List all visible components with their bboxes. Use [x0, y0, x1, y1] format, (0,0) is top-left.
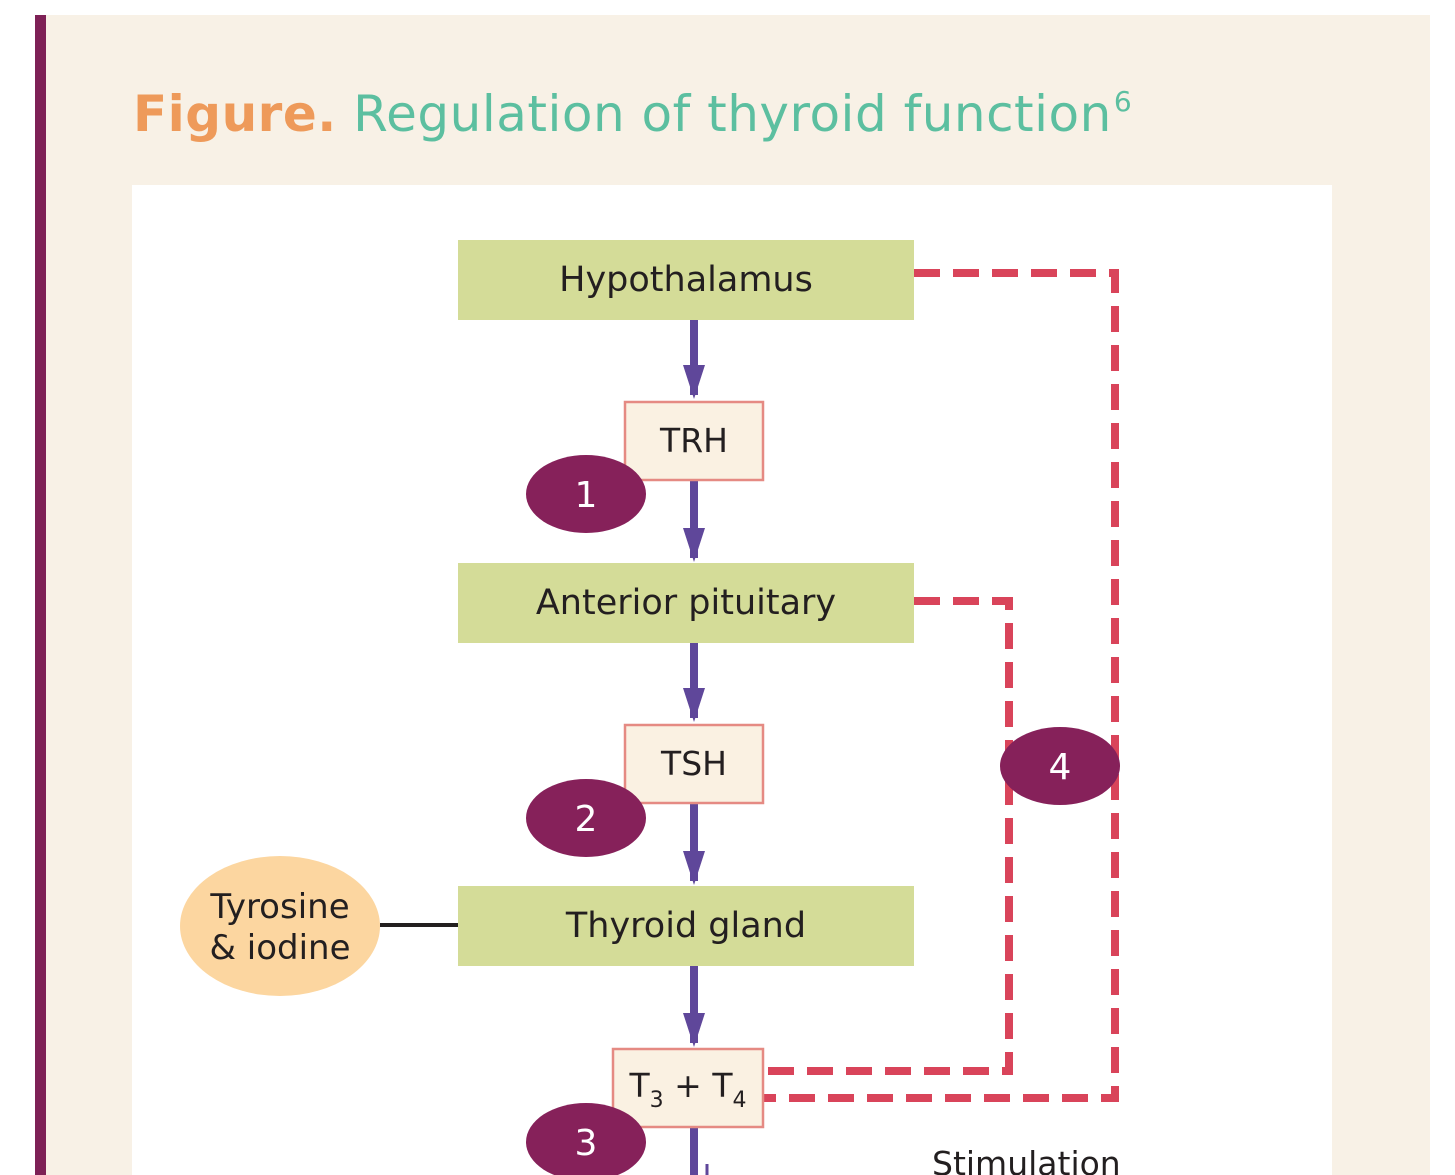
trh-box: TRH	[623, 400, 765, 482]
figure-reference: 6	[1113, 85, 1133, 118]
t3-t4-label: T3 + T4	[629, 1066, 747, 1113]
tsh-box: TSH	[623, 723, 765, 805]
figure-label: Figure.	[133, 85, 337, 143]
thyroid-regulation-diagram: Hypothalamus Anterior pituitary Thyroid …	[180, 240, 1121, 1175]
t3-t4-box: T3 + T4	[611, 1047, 765, 1129]
arrowhead-pituitary	[683, 528, 705, 562]
step-badge-4: 4	[1000, 727, 1120, 805]
tsh-label: TSH	[660, 744, 727, 783]
feedback-loop-inner	[764, 597, 1013, 1075]
svg-text:1: 1	[575, 475, 598, 516]
figure-title: Figure. Regulation of thyroid function6	[133, 70, 1132, 146]
step-badge-2: 2	[526, 779, 646, 857]
anterior-pituitary-box: Anterior pituitary	[458, 563, 914, 643]
svg-text:2: 2	[575, 799, 598, 840]
feedback-loop-outer	[764, 269, 1119, 1102]
hypothalamus-box: Hypothalamus	[458, 240, 914, 320]
hypothalamus-label: Hypothalamus	[559, 260, 813, 300]
arrowhead-tsh	[683, 688, 705, 722]
arrowhead-trh	[683, 365, 705, 399]
precursor-line-2: & iodine	[209, 928, 350, 968]
diagram-canvas: Hypothalamus Anterior pituitary Thyroid …	[132, 185, 1332, 1175]
tyrosine-iodine-oval: Tyrosine & iodine	[180, 856, 380, 996]
precursor-line-1: Tyrosine	[209, 887, 349, 927]
svg-text:3: 3	[575, 1123, 598, 1164]
step-badge-1: 1	[526, 455, 646, 533]
arrowhead-thyroid	[683, 851, 705, 885]
trh-label: TRH	[659, 421, 728, 460]
arrowhead-t3t4	[683, 1013, 705, 1047]
step-badge-3: 3	[526, 1103, 646, 1175]
anterior-pituitary-label: Anterior pituitary	[536, 583, 836, 623]
thyroid-gland-label: Thyroid gland	[565, 906, 806, 946]
svg-text:4: 4	[1049, 747, 1072, 788]
thyroid-gland-box: Thyroid gland	[458, 886, 914, 966]
left-accent-rule	[35, 15, 46, 1175]
figure-title-text: Regulation of thyroid function	[353, 85, 1112, 143]
